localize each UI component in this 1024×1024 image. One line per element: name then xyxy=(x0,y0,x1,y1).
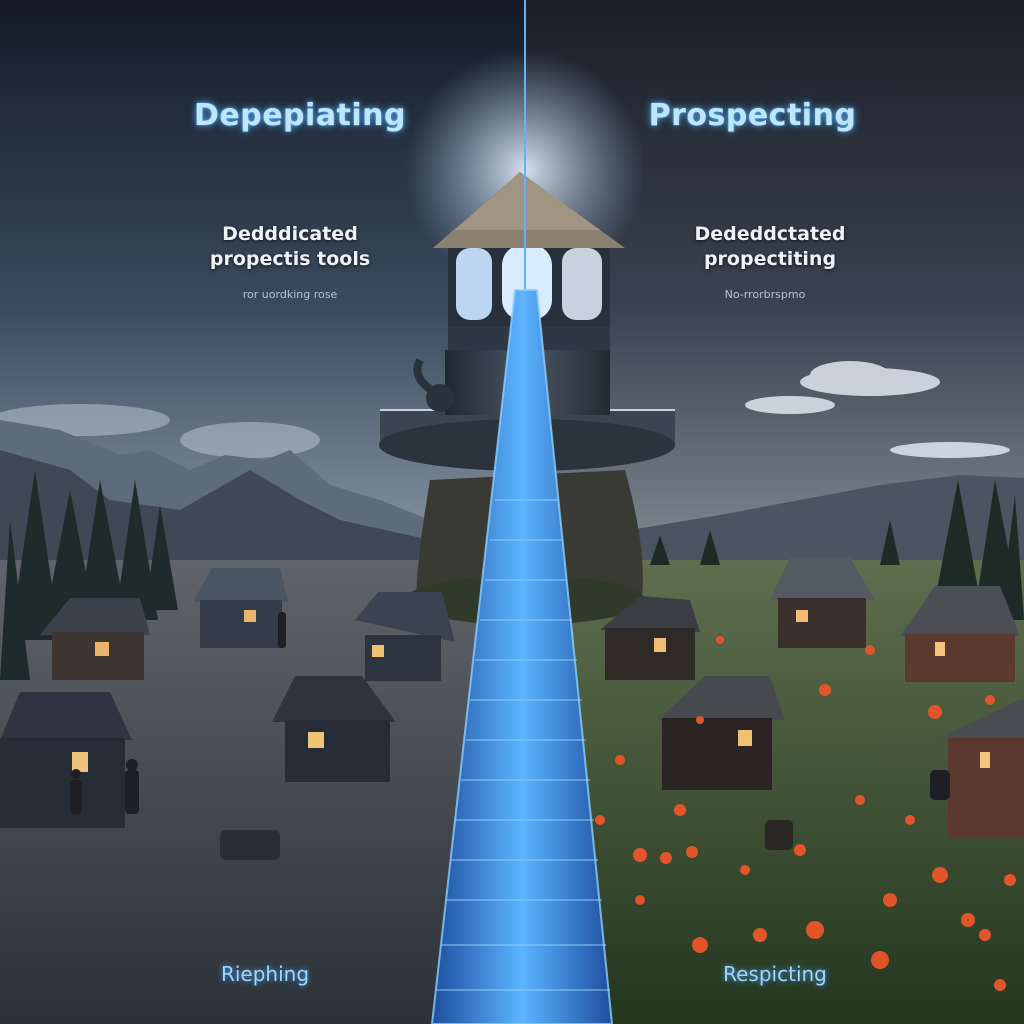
left-subtitle-line1: Dedddicated xyxy=(222,223,358,245)
right-tagline: No-rrorbrspmo xyxy=(724,288,806,301)
right-subtitle-line1: Dededdctated xyxy=(694,223,846,245)
left-subtitle-line2: propectis tools xyxy=(209,248,371,270)
right-subtitle: Dededdctated propectiting xyxy=(660,222,880,272)
right-subtitle-line2: propectiting xyxy=(703,248,837,270)
flowers xyxy=(595,636,1016,991)
left-footer: Riephing xyxy=(220,962,310,986)
clouds xyxy=(745,361,1010,458)
light-staircase xyxy=(432,290,612,1024)
right-cabins xyxy=(600,558,1024,838)
right-hills xyxy=(630,475,1024,570)
staircase-steps xyxy=(436,499,610,991)
people xyxy=(70,612,950,860)
right-footer: Respicting xyxy=(723,962,827,986)
right-trees xyxy=(650,480,1024,620)
left-title: Depepiating xyxy=(193,98,407,133)
left-trees xyxy=(0,470,178,680)
left-tagline: ror uordking rose xyxy=(242,288,338,301)
right-title: Prospecting xyxy=(648,98,857,133)
left-cabins xyxy=(0,568,455,828)
left-subtitle: Dedddicated propectis tools xyxy=(180,222,400,272)
